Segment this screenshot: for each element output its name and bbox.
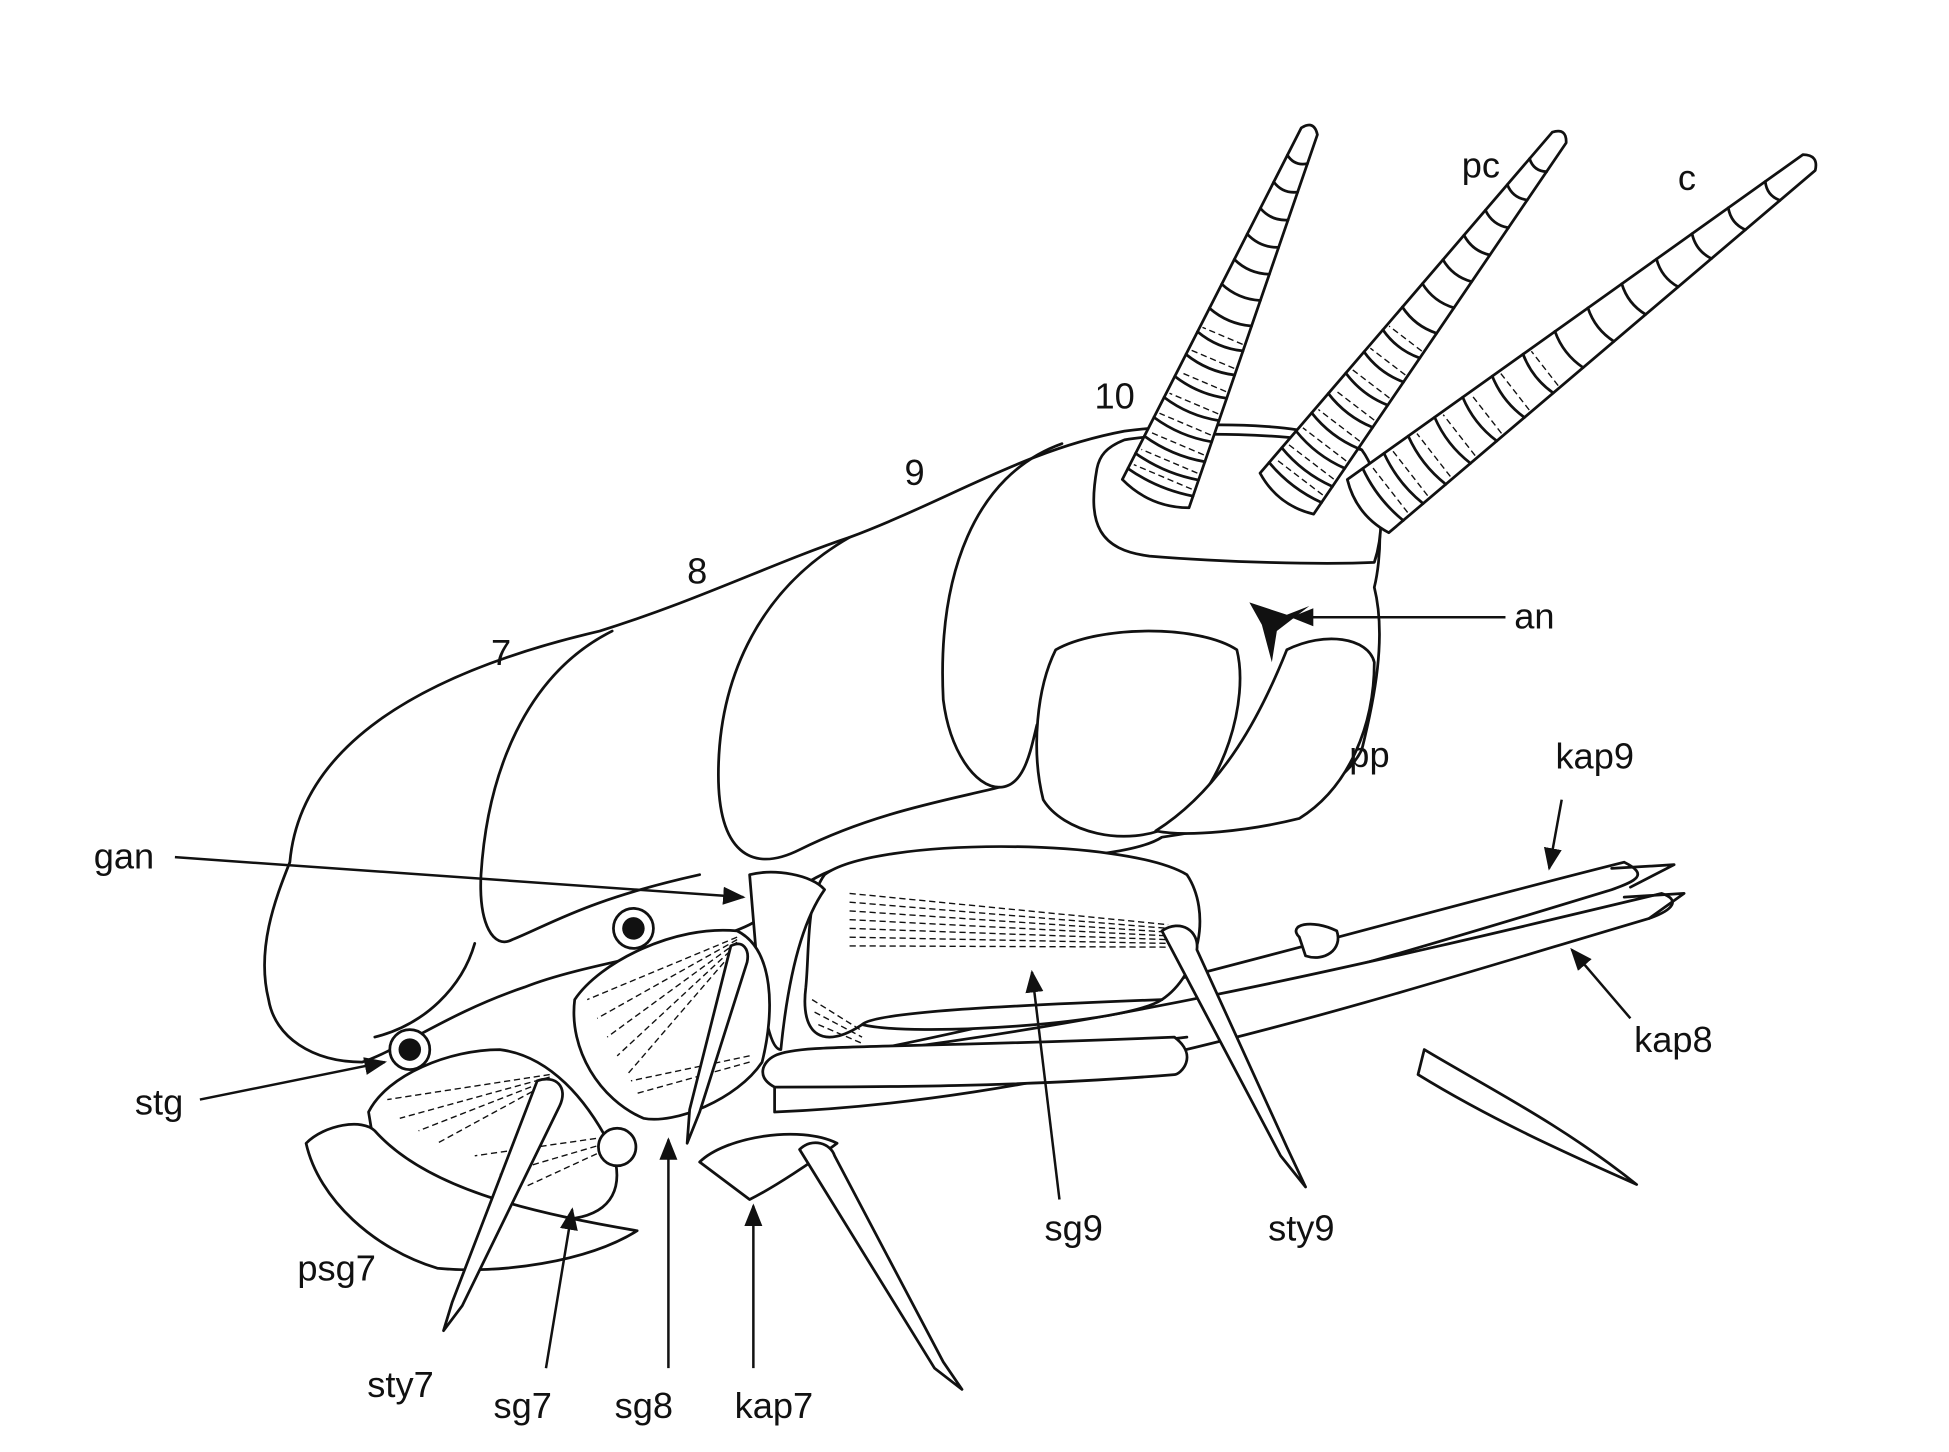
stylus-9 [1160,924,1307,1189]
label-kap9: kap9 [1555,735,1634,776]
pre-subgenital-plate-7 [304,1123,639,1272]
sg9-muscle-hatching [811,892,1169,1044]
kap9-arrow [1543,799,1563,871]
subgenital-plate-8 [572,928,771,1121]
label-sg8: sg8 [615,1385,673,1426]
label-an: an [1514,596,1554,637]
stg-arrow [199,1057,388,1101]
label-gan: gan [94,835,154,876]
tergite-8-boundary [717,535,1001,861]
label-sty9: sty9 [1268,1208,1334,1249]
sg7-arrow [544,1207,578,1369]
label-stg: stg [135,1082,183,1123]
label-sg9: sg9 [1044,1208,1102,1249]
cercus-c [1345,153,1818,535]
median-caudal-filament [1120,123,1319,510]
abdomen-outline [263,423,1382,1064]
sg7-hatching [387,1073,607,1188]
spiracle-8 [612,907,655,950]
stylus-8 [685,942,750,1145]
label-pp: pp [1349,734,1389,775]
paraproct-right [1154,637,1376,835]
valve-tips [1610,863,1686,920]
sg9-arrow [1025,969,1061,1200]
spiracle-7 [388,1028,432,1071]
sternite-7-line [373,942,477,1039]
ventral-stylus [1416,1048,1639,1186]
tergite-7-boundary [479,629,702,944]
sg8-hatching [586,936,750,1094]
tergite-9-boundary [941,442,1064,789]
label-psg7: psg7 [297,1248,376,1289]
sg7-knob [597,1126,638,1168]
kap8-arrow [1570,947,1632,1020]
gan-arrow [174,855,746,905]
label-c: c [1678,157,1696,198]
label-sg7: sg7 [493,1385,551,1426]
subgenital-plate-9 [803,845,1202,1039]
paracercus-pc [1258,129,1568,516]
label-segment-9: 9 [905,452,925,493]
sg9-bar [761,1035,1189,1089]
label-segment-7: 7 [491,632,511,673]
stylus-7 [442,1077,564,1333]
label-segment-8: 8 [687,551,707,592]
label-kap8: kap8 [1634,1019,1713,1060]
label-sty7: sty7 [367,1364,433,1405]
label-kap7: kap7 [735,1385,814,1426]
base-knob [1294,922,1340,959]
stylus-kap7 [798,1141,964,1391]
label-segment-10: 10 [1094,376,1134,417]
label-pc: pc [1462,145,1500,186]
